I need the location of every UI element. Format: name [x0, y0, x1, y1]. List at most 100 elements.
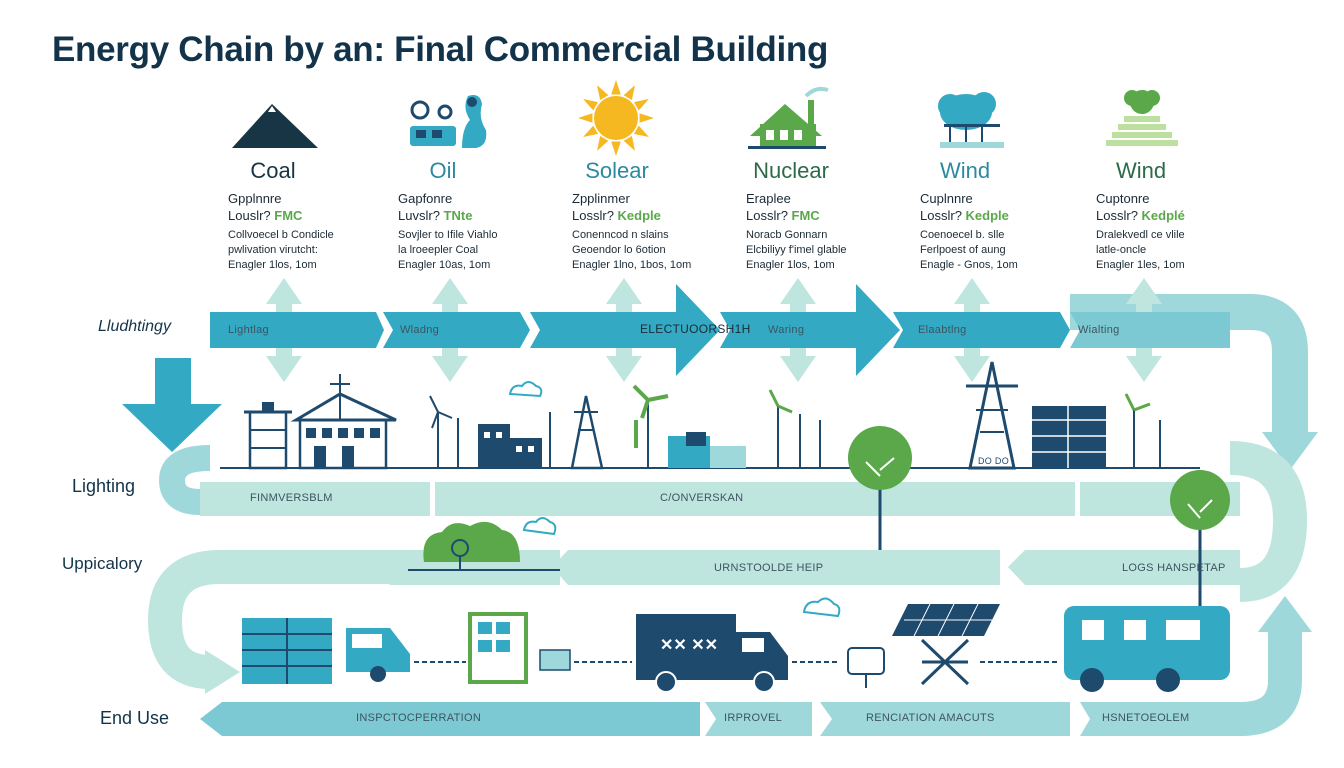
source-loss-label: Losslr — [746, 208, 781, 223]
source-description-line: Elcbiliyy f'imel glable — [746, 244, 847, 256]
connector-arrow-up — [606, 278, 642, 312]
connector-arrow-up — [432, 278, 468, 312]
source-loss-label: Losslr — [1096, 208, 1131, 223]
source-description: Sovjler to Ifile Viahlo la lroeepler Coal… — [398, 228, 548, 273]
source-description-line: la lroeepler Coal — [398, 244, 479, 256]
source-loss-label: Losslr — [920, 208, 955, 223]
source-meta-line: Gapfonre — [398, 191, 453, 206]
wind-cloud-icon — [938, 92, 1004, 148]
source-name: Coal — [250, 158, 296, 183]
oil-icon — [410, 95, 487, 148]
source-description-line: pwlivation virutcht: — [228, 244, 318, 256]
source-loss-value: FMC — [274, 208, 303, 223]
sun-ray — [597, 85, 609, 101]
source-loss-line: Losslr? Kedple — [920, 208, 1009, 223]
band3-label: LOGS HANSPETAP — [1122, 562, 1226, 574]
source-description-line: Geoendor lo 6otion — [572, 244, 666, 256]
svg-text:✕✕ ✕✕: ✕✕ ✕✕ — [660, 637, 718, 654]
source-loss-label: Losslr — [572, 208, 607, 223]
source-description-line: Conenncod n slains — [572, 229, 669, 241]
band4-label: HSNETOEOLEM — [1102, 712, 1190, 724]
connector-arrow-down — [266, 348, 302, 382]
source-name: Nuclear — [753, 158, 829, 183]
connector-arrow-up — [266, 278, 302, 312]
source-loss-label: Louslr — [228, 208, 264, 223]
band2-label: C/ONVERSKAN — [660, 492, 744, 504]
source-description-line: Sovjler to Ifile Viahlo — [398, 229, 498, 241]
source-meta-line: Zpplinmer — [572, 191, 630, 206]
source-loss-line: Losslr? Kedple — [572, 208, 661, 223]
source-meta-line: Gpplnnre — [228, 191, 282, 206]
hedge-icon — [408, 521, 560, 571]
band1-label: Lightlag — [228, 324, 269, 336]
sun-ray — [583, 99, 599, 111]
source-description-line: Enagler 1los, 1om — [228, 259, 317, 271]
end-use-icons: ✕✕ ✕✕ — [242, 603, 1230, 693]
band1-label: Wladng — [400, 324, 440, 336]
band3-label: URNSTOOLDE HEIP — [714, 562, 824, 574]
sun-ray — [639, 113, 654, 123]
source-loss-value: TNte — [443, 208, 473, 223]
source-loss-line: Luvslr? TNte — [398, 208, 473, 223]
sun-ray — [611, 80, 621, 95]
source-description-line: latle-oncle — [1096, 244, 1147, 256]
source-name: Solear — [585, 158, 649, 183]
sun-ray — [623, 135, 635, 151]
source-description-line: Enagler 1lno, 1bos, 1om — [572, 259, 692, 271]
nuclear-plant-icon — [748, 86, 829, 149]
source-loss-value: FMC — [791, 208, 820, 223]
connector-arrow-down — [606, 348, 642, 382]
source-description-line: Enagler 1los, 1om — [746, 259, 835, 271]
band1-label: ELECTUOORSH1H — [640, 322, 751, 336]
band-1-arrows — [210, 284, 1318, 470]
connector-arrow-down — [954, 348, 990, 382]
sun-ray — [633, 99, 649, 111]
source-description-line: Noracb Gonnarn — [746, 229, 828, 241]
source-description-line: Ferlpoest of aung — [920, 244, 1006, 256]
source-description-line: Coenoecel b. slle — [920, 229, 1005, 241]
band-2 — [158, 441, 1308, 602]
connector-arrow-up — [780, 278, 816, 312]
band-3 — [147, 550, 1240, 694]
source-loss-line: Losslr? FMC — [746, 208, 820, 223]
source-loss-value: Kedplé — [1141, 208, 1185, 223]
source-description: Collvoecel b Condicle pwlivation virutcht… — [228, 228, 378, 273]
clouds — [508, 381, 841, 618]
source-description-line: Enagle - Gnos, 1om — [920, 259, 1018, 271]
band4-label: IRPROVEL — [724, 712, 783, 724]
source-description-line: Enagler 10as, 1om — [398, 259, 491, 271]
source-loss-line: Louslr? FMC — [228, 208, 303, 223]
source-meta-line: Cuplnnre — [920, 191, 973, 206]
side-label-lighting: Lighting — [72, 476, 136, 496]
source-loss-line: Losslr? Kedplé — [1096, 208, 1185, 223]
source-description-line: Collvoecel b Condicle — [228, 229, 334, 241]
building-label: DO DO — [978, 456, 1010, 466]
sun-ray — [633, 125, 649, 137]
band1-label: Wialting — [1078, 324, 1120, 336]
band1-label: Waring — [768, 324, 805, 336]
connector-arrow-up — [954, 278, 990, 312]
source-description-line: Dralekvedl ce vlile — [1096, 229, 1185, 241]
source-loss-value: Kedple — [617, 208, 661, 223]
band1-label: Elaabtlng — [918, 324, 967, 336]
sun-disc — [594, 96, 638, 140]
side-label-end-use: End Use — [100, 708, 170, 728]
band4-label: RENCIATION AMACUTS — [866, 712, 995, 724]
connector-arrow-down — [780, 348, 816, 382]
connector-arrow-up — [1126, 278, 1162, 312]
source-meta-line: Cuptonre — [1096, 191, 1150, 206]
wind-plant-icon — [1106, 90, 1178, 146]
connector-arrow-down — [1126, 348, 1162, 382]
sun-ray — [597, 135, 609, 151]
skyline — [220, 361, 1230, 610]
side-label-top: Lludhtingy — [98, 318, 171, 335]
band4-label: INSPCTOCPERRATION — [356, 712, 482, 724]
